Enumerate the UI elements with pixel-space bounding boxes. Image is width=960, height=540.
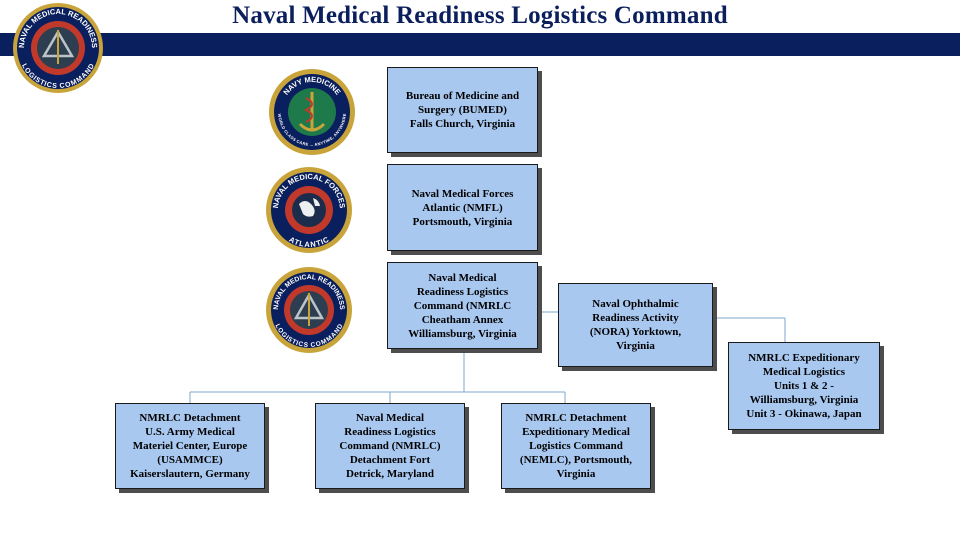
box-expeditionary-label: NMRLC Expeditionary Medical Logistics Un… — [746, 352, 862, 420]
navy-medicine-seal: NAVY MEDICINE WORLD CLASS CARE ... ANYTI… — [269, 69, 355, 155]
nmrlc-header-seal: NAVAL MEDICAL READINESS LOGISTICS COMMAN… — [13, 3, 103, 93]
box-nmfl-label: Naval Medical Forces Atlantic (NMFL) Por… — [411, 187, 514, 228]
nmfl-seal: NAVAL MEDICAL FORCES ATLANTIC — [266, 167, 352, 253]
nmrlc-seal: NAVAL MEDICAL READINESS LOGISTICS COMMAN… — [266, 267, 352, 353]
box-usammce: NMRLC Detachment U.S. Army Medical Mater… — [115, 403, 265, 489]
header-band — [0, 33, 960, 56]
box-nemlc-label: NMRLC Detachment Expeditionary Medical L… — [519, 412, 633, 480]
box-nmfl: Naval Medical Forces Atlantic (NMFL) Por… — [387, 164, 538, 251]
box-fort-detrick-label: Naval Medical Readiness Logistics Comman… — [339, 412, 441, 480]
box-nmrlc-label: Naval Medical Readiness Logistics Comman… — [408, 271, 517, 340]
box-bumed: Bureau of Medicine and Surgery (BUMED) F… — [387, 67, 538, 153]
box-nemlc: NMRLC Detachment Expeditionary Medical L… — [501, 403, 651, 489]
box-expeditionary: NMRLC Expeditionary Medical Logistics Un… — [728, 342, 880, 430]
box-nmrlc: Naval Medical Readiness Logistics Comman… — [387, 262, 538, 349]
box-usammce-label: NMRLC Detachment U.S. Army Medical Mater… — [130, 412, 250, 480]
box-bumed-label: Bureau of Medicine and Surgery (BUMED) F… — [405, 90, 520, 130]
page-title: Naval Medical Readiness Logistics Comman… — [232, 2, 728, 29]
box-fort-detrick: Naval Medical Readiness Logistics Comman… — [315, 403, 465, 489]
box-nora: Naval Ophthalmic Readiness Activity (NOR… — [558, 283, 713, 367]
box-nora-label: Naval Ophthalmic Readiness Activity (NOR… — [589, 298, 682, 352]
